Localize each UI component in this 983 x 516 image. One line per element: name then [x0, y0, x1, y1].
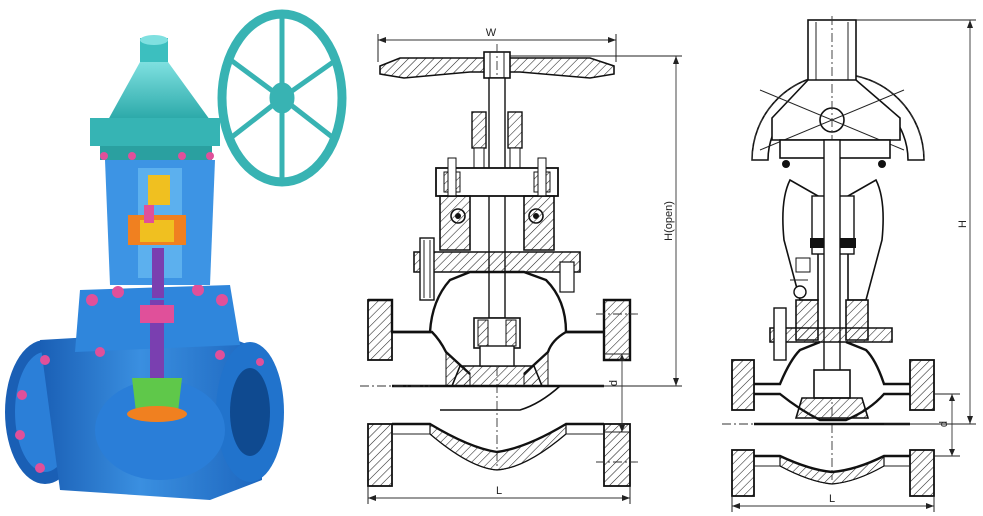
- body-section-gear: [722, 340, 944, 497]
- section-drawing-gear: H d L: [722, 16, 976, 512]
- height-open-dimension: H(open): [510, 55, 682, 387]
- bore-dimension-1: d: [604, 353, 630, 433]
- stem: [488, 77, 506, 319]
- stem-gear: [823, 139, 841, 389]
- section-drawing-handwheel: W: [360, 27, 682, 504]
- gear-housing-section: [751, 19, 925, 168]
- bore-label-1: d: [608, 380, 620, 386]
- yoke-3d: [105, 160, 215, 298]
- valve-3d-render: [5, 9, 347, 500]
- height-label: H: [957, 220, 969, 228]
- disc-section-gear: [794, 369, 870, 419]
- disc-section: [450, 317, 544, 387]
- length-label-1: L: [496, 485, 502, 497]
- height-dimension: H: [856, 19, 976, 425]
- body-bolts-3d: [15, 284, 264, 473]
- bore-dimension-2: d: [934, 393, 960, 457]
- length-label-2: L: [829, 493, 835, 505]
- length-dimension-2: L: [731, 493, 935, 512]
- width-label: W: [486, 27, 497, 39]
- width-dimension: W: [377, 27, 617, 62]
- body-section: [360, 270, 636, 487]
- length-dimension-1: L: [367, 485, 631, 504]
- bore-label-2: d: [938, 421, 950, 427]
- stem-disc-3d: [127, 300, 187, 422]
- yoke-sleeve: [471, 111, 523, 169]
- gearbox-3d: [90, 35, 220, 160]
- bonnet-section: [413, 195, 581, 301]
- handwheel-3d: [217, 9, 347, 187]
- height-open-label: H(open): [663, 201, 675, 241]
- bonnet-section-gear: [769, 299, 893, 361]
- valve-body-3d: [5, 285, 284, 500]
